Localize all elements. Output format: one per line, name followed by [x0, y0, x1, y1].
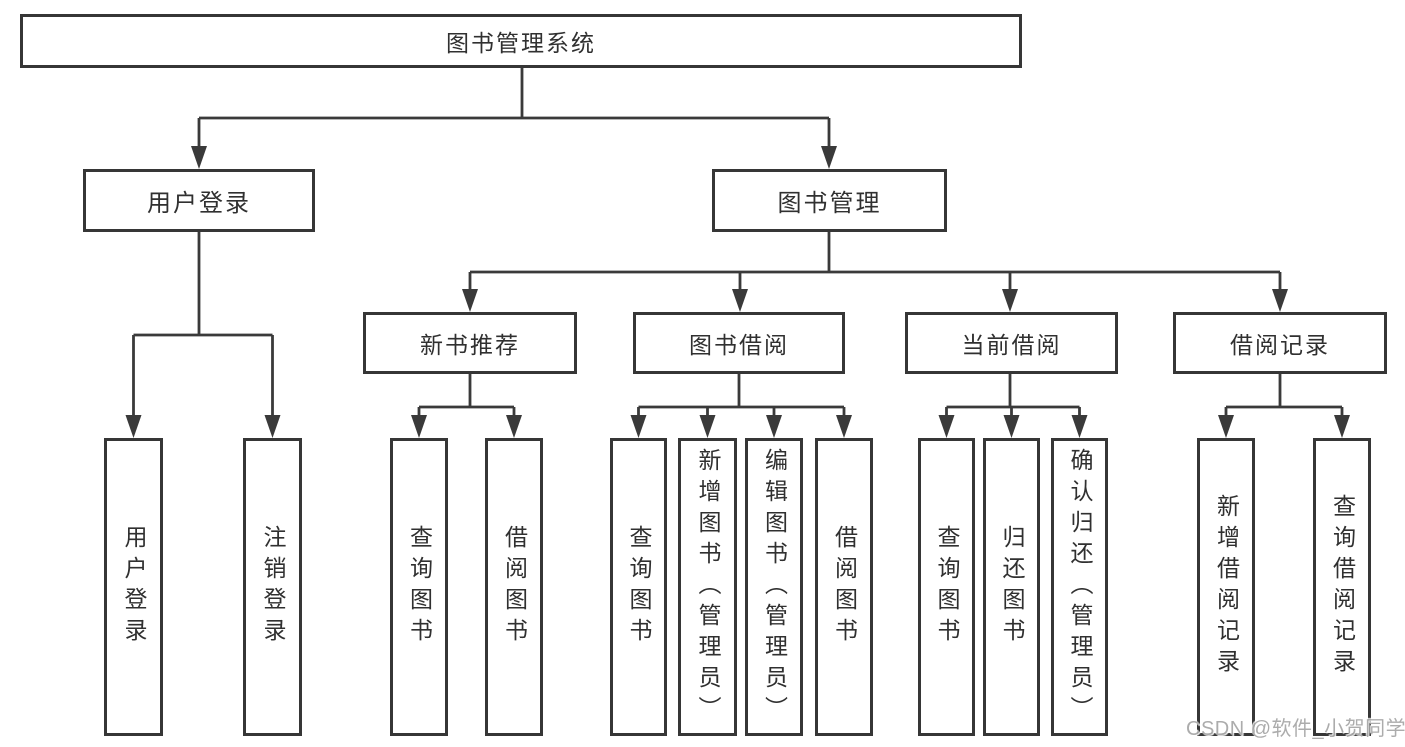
- leaf-query-borrow-record: 查询借阅记录: [1313, 438, 1371, 736]
- leaf-add-borrow-record: 新增借阅记录: [1197, 438, 1255, 736]
- leaf-borrow-books-newbook-label: 借阅图书: [501, 525, 528, 649]
- leaf-add-books-admin-label: 新增图书（管理员）: [695, 447, 721, 727]
- leaf-query-borrow-record-label: 查询借阅记录: [1329, 494, 1356, 680]
- node-current-borrowing: 当前借阅: [905, 312, 1118, 374]
- leaf-logout-label: 注销登录: [260, 525, 286, 649]
- connector-book-borrowing-children: [637, 374, 846, 421]
- node-user-login-label: 用户登录: [147, 190, 251, 217]
- node-current-borrowing-label: 当前借阅: [961, 332, 1062, 358]
- node-user-login: 用户登录: [83, 169, 315, 232]
- leaf-query-books-newbook-label: 查询图书: [406, 525, 433, 649]
- leaf-borrow-books-borrowing-label: 借阅图书: [831, 525, 858, 649]
- leaf-confirm-return-admin-label: 确认归还（管理员）: [1067, 447, 1093, 727]
- node-borrowing-records: 借阅记录: [1173, 312, 1387, 374]
- leaf-query-books-current: 查询图书: [918, 438, 975, 736]
- leaf-query-books-newbook: 查询图书: [390, 438, 448, 736]
- leaf-edit-books-admin-label: 编辑图书（管理员）: [761, 447, 788, 727]
- node-new-book-recommendation-label: 新书推荐: [420, 332, 520, 358]
- leaf-borrow-books-borrowing: 借阅图书: [815, 438, 873, 736]
- leaf-add-borrow-record-label: 新增借阅记录: [1213, 494, 1240, 680]
- connector-root-to-level1: [197, 68, 831, 152]
- leaf-user-login-label: 用户登录: [121, 525, 147, 649]
- leaf-query-books-current-label: 查询图书: [934, 525, 960, 649]
- node-new-book-recommendation: 新书推荐: [363, 312, 577, 374]
- leaf-user-login: 用户登录: [104, 438, 163, 736]
- leaf-borrow-books-newbook: 借阅图书: [485, 438, 543, 736]
- leaf-return-books: 归还图书: [983, 438, 1040, 736]
- node-book-management-label: 图书管理: [777, 190, 882, 217]
- watermark: CSDN @软件_小贺同学: [1186, 718, 1405, 740]
- node-book-borrowing: 图书借阅: [633, 312, 845, 374]
- leaf-add-books-admin: 新增图书（管理员）: [678, 438, 737, 736]
- connector-new-book-children: [417, 374, 516, 421]
- node-book-borrowing-label: 图书借阅: [689, 332, 789, 358]
- leaf-confirm-return-admin: 确认归还（管理员）: [1051, 438, 1108, 736]
- node-borrowing-records-label: 借阅记录: [1230, 332, 1330, 358]
- connector-book-management-children: [468, 232, 1282, 295]
- connector-current-borrowing-children: [945, 374, 1081, 421]
- connector-borrowing-records-children: [1224, 374, 1344, 421]
- node-library-management-system-label: 图书管理系统: [446, 30, 596, 56]
- leaf-query-books-borrowing-label: 查询图书: [626, 525, 652, 649]
- leaf-edit-books-admin: 编辑图书（管理员）: [745, 438, 803, 736]
- leaf-logout: 注销登录: [243, 438, 302, 736]
- connector-user-login-children: [132, 232, 274, 421]
- node-library-management-system: 图书管理系统: [20, 14, 1022, 68]
- leaf-query-books-borrowing: 查询图书: [610, 438, 667, 736]
- leaf-return-books-label: 归还图书: [999, 525, 1025, 649]
- node-book-management: 图书管理: [712, 169, 947, 232]
